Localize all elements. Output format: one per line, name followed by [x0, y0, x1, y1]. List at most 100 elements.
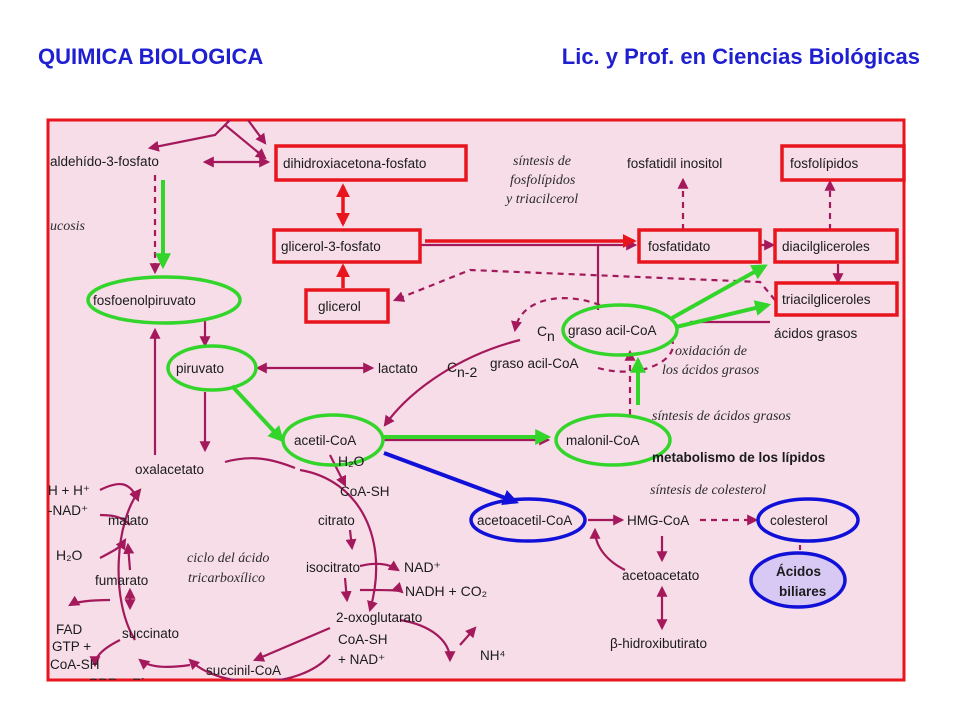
oxidacion-line2: los ácidos grasos	[662, 363, 760, 378]
acidos-biliares-line1: Ácidos	[776, 564, 821, 579]
fumarato-label: fumarato	[95, 573, 148, 588]
pathway-arrow	[68, 595, 111, 607]
diacilgliceroles-label: diacilgliceroles	[782, 239, 870, 254]
krebs-cycle-arc	[224, 457, 296, 470]
pathway-arrow	[399, 618, 456, 663]
ciclo-line1: ciclo del ácido	[187, 551, 269, 566]
pathway-arrow	[392, 268, 776, 302]
sintesis-fosfolipidos-line2: fosfolípidos	[510, 173, 576, 188]
green-arrow-pir-acetil	[230, 384, 285, 443]
lactato-label: lactato	[378, 361, 418, 376]
dihidroxiacetona-box	[274, 144, 468, 182]
succinil-coa-label: succinil-CoA	[206, 663, 281, 678]
krebs-cycle-arc	[299, 468, 378, 613]
dihidroxiacetona-label: dihidroxiacetona-fosfato	[283, 156, 426, 171]
triacilgliceroles-label: triacilgliceroles	[782, 292, 871, 307]
pathway-arrow	[99, 513, 131, 526]
nh4-label: NH⁴	[480, 648, 505, 663]
sintesis-fosfolipidos-line1: síntesis de	[513, 154, 571, 169]
pathway-arrow	[99, 538, 127, 559]
pathway-arrow	[247, 120, 267, 145]
glucolisis-label: ucosis	[50, 219, 86, 234]
citrato-label: citrato	[318, 513, 355, 528]
blue-arrow-acetil-acetoacetil	[383, 451, 519, 506]
sintesis-fosfolipidos-line3: y triacilcerol	[504, 192, 578, 207]
oxidacion-line1: oxidación de	[675, 344, 747, 359]
gliceraldehido-label: aldehído-3-fosfato	[50, 154, 159, 169]
diacilgliceroles-box	[773, 228, 899, 264]
gtp-label: GTP +	[52, 639, 91, 654]
h2o-top-label: H₂O	[338, 453, 365, 469]
succinato-label: succinato	[122, 626, 179, 641]
h2o-left-label: H₂O	[56, 547, 83, 563]
krebs-cycle-arc	[117, 488, 142, 641]
sintesis-colesterol-label: síntesis de colesterol	[650, 483, 766, 498]
malato-label: malato	[108, 513, 149, 528]
oxoglutarato-label: 2-oxoglutarato	[336, 610, 422, 625]
pathway-arrow	[359, 560, 400, 572]
nad-left-label: -NAD⁺	[48, 503, 88, 518]
fosfatidato-label: fosfatidato	[648, 239, 710, 254]
acidos-biliares-line2: biliares	[779, 584, 826, 599]
pathway-arrow	[345, 529, 357, 551]
course-title: QUIMICA BIOLOGICA	[38, 44, 264, 69]
glicerol-3-fosfato-box	[272, 228, 422, 264]
pathway-arrow	[340, 577, 352, 603]
pathway-arrow	[459, 626, 477, 646]
krebs-cycle-arc	[188, 654, 331, 680]
piruvato-label: piruvato	[176, 361, 224, 376]
nad-plus-2-label: + NAD⁺	[338, 652, 385, 667]
pathway-arrow	[138, 658, 191, 670]
glicerol-3-fosfato-label: glicerol-3-fosfato	[281, 239, 381, 254]
pathway-arrow	[224, 124, 267, 160]
nadh-co2-label: NADH + CO₂	[405, 583, 487, 599]
pathway-arrow	[359, 581, 404, 594]
sintesis-ag-label: síntesis de ácidos grasos	[652, 409, 791, 424]
acetil-coa-label: acetil-CoA	[294, 433, 356, 448]
pathway-arrow	[252, 626, 331, 662]
fosfolipidos-box	[780, 144, 906, 182]
fosfatidato-box	[637, 228, 762, 264]
acetoacetil-coa-ellipse	[469, 497, 587, 543]
cn2-letter: C	[447, 359, 457, 375]
coa-sh-1-label: CoA-SH	[340, 484, 390, 499]
graso-acil-coa-n2-label: graso acil-CoA	[490, 356, 579, 371]
fosfatidil-inositol-label: fosfatidil inositol	[627, 156, 722, 171]
cn2-subscript: n-2	[457, 364, 477, 380]
fosfoenolpiruvato-label: fosfoenolpiruvato	[93, 293, 196, 308]
fosfoenolpiruvato-ellipse	[86, 275, 242, 325]
colesterol-ellipse	[756, 497, 860, 543]
pathway-arrow	[589, 527, 626, 571]
coa-sh-left-label: CoA-SH	[50, 657, 100, 672]
piruvato-ellipse	[166, 344, 258, 392]
acetoacetato-label: acetoacetato	[622, 568, 699, 583]
graso-acil-coa-ellipse	[561, 303, 679, 357]
glicerol-label: glicerol	[318, 299, 361, 314]
triacilgliceroles-box	[774, 281, 899, 317]
nadh-h-label: H + H⁺	[48, 483, 90, 498]
pathway-arrow	[383, 338, 521, 427]
glicerol-box	[304, 288, 390, 324]
pathway-arrow	[329, 454, 346, 487]
cn-letter: C	[537, 323, 547, 339]
acetoacetil-coa-label: acetoacetil-CoA	[477, 513, 572, 528]
pathway-arrow	[511, 297, 601, 333]
acidos-grasos-label: ácidos grasos	[774, 326, 858, 341]
coa-sh-2-label: CoA-SH	[338, 632, 388, 647]
malonil-coa-label: malonil-CoA	[566, 433, 640, 448]
malonil-coa-ellipse	[554, 413, 672, 467]
green-arrow-acil-triacil	[675, 300, 772, 329]
acidos-biliares-ellipse	[749, 551, 847, 609]
hmg-coa-label: HMG-CoA	[627, 513, 689, 528]
pathway-arrow	[597, 339, 675, 373]
degree-title: Lic. y Prof. en Ciencias Biológicas	[561, 44, 920, 69]
cn-subscript: n	[547, 328, 555, 344]
metabolismo-lipidos-label: metabolismo de los lípidos	[652, 450, 825, 465]
isocitrato-label: isocitrato	[306, 560, 360, 575]
pathway-arrow	[123, 542, 135, 571]
green-arrow-acil-diacil	[671, 264, 768, 320]
hidroxibutirato-label: β-hidroxibutirato	[610, 636, 707, 651]
graso-acil-coa-n-label: graso acil-CoA	[568, 323, 657, 338]
fosfolipidos-label: fosfolípidos	[790, 156, 859, 171]
